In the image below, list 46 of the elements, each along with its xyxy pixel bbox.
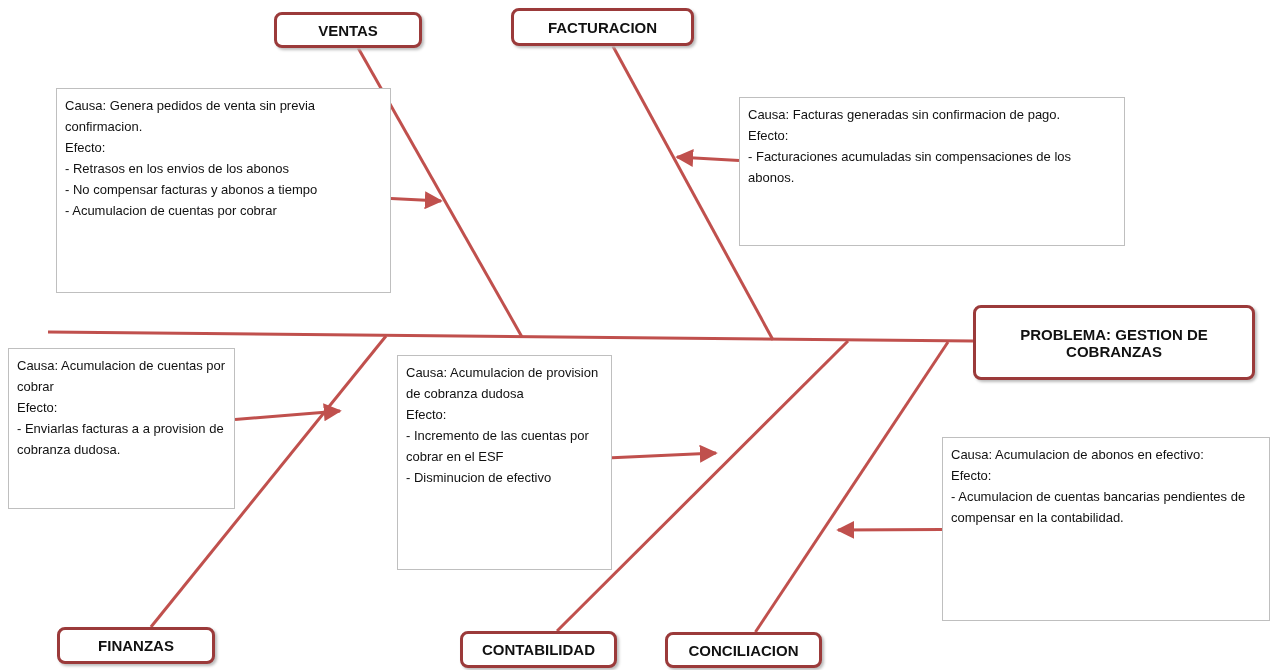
bone-line <box>611 45 775 341</box>
note-text: Causa: Acumulacion de provision de cobranza dudosa <box>406 364 600 403</box>
note-text: Causa: Acumulacion de abonos en efectivo: <box>951 446 1205 464</box>
arrow <box>675 148 740 167</box>
category-box <box>460 631 617 668</box>
category-box <box>665 632 822 668</box>
note-text: Causa: Acumulacion de cuentas por cobrar <box>17 357 226 396</box>
category-box <box>274 12 422 48</box>
note-text: - Retrasos en los envios de los abonos <box>65 160 290 178</box>
category-label: CONTABILIDAD <box>481 641 595 658</box>
category-label: CONCILIACION <box>688 641 799 659</box>
note-text: Causa: Facturas generadas sin confirmacion de pago. <box>748 106 1062 124</box>
category-box <box>973 305 1255 380</box>
note-text: Efecto: <box>406 406 448 424</box>
note-box <box>739 97 1125 246</box>
note-text: Efecto: <box>951 467 993 485</box>
note-box <box>56 88 391 293</box>
note-box <box>8 348 235 509</box>
note-text: Efecto: <box>65 139 107 157</box>
category-box <box>57 627 215 664</box>
note-text: - No compensar facturas y abonos a tiempo <box>65 181 319 199</box>
arrow <box>390 191 443 210</box>
category-box <box>511 8 694 46</box>
spine-line <box>48 330 973 343</box>
category-label: PROBLEMA: GESTION DE COBRANZAS <box>1019 325 1209 360</box>
arrow <box>234 403 342 422</box>
arrow <box>836 520 942 539</box>
note-text: - Acumulacion de cuentas por cobrar <box>65 202 278 220</box>
category-label: FINANZAS <box>98 637 174 654</box>
bone-line <box>556 339 850 633</box>
note-text: - Acumulacion de cuentas bancarias pendientes de compensar en la contabilidad. <box>951 488 1247 527</box>
bone-line <box>356 47 524 338</box>
note-text: - Facturaciones acumuladas sin compensaciones de los abonos. <box>748 148 1072 187</box>
note-text: - Disminucion de efectivo <box>406 469 553 487</box>
arrow <box>611 444 718 463</box>
bone-line <box>149 335 388 628</box>
note-text: Causa: Genera pedidos de venta sin previa confirmacion. <box>65 97 317 136</box>
category-label: FACTURACION <box>547 18 658 36</box>
bone-line <box>754 341 950 633</box>
note-box <box>397 355 612 570</box>
note-text: Efecto: <box>748 127 790 145</box>
note-text: - Enviarlas facturas a a provision de cobranza dudosa. <box>17 420 225 459</box>
note-text: - Incremento de las cuentas por cobrar en el ESF <box>406 427 590 466</box>
note-box <box>942 437 1270 621</box>
category-label: VENTAS <box>318 21 378 39</box>
note-text: Efecto: <box>17 399 59 417</box>
